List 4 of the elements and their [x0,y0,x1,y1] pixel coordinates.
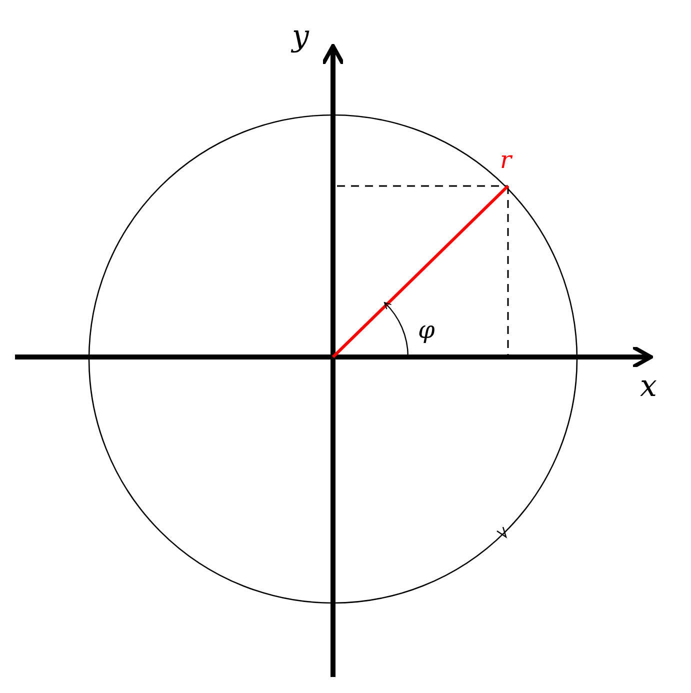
axis-label: y [292,22,309,52]
angle-label: φ [418,318,435,342]
point-label: r [500,148,512,172]
axis-label: x [640,372,657,402]
